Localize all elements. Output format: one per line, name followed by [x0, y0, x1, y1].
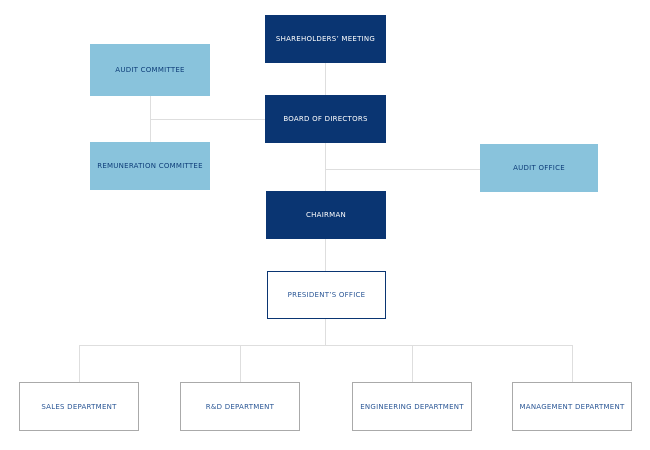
node-label: ENGINEERING DEPARTMENT — [360, 402, 464, 411]
node-label: BOARD OF DIRECTORS — [283, 115, 368, 123]
node-label: AUDIT COMMITTEE — [115, 66, 185, 74]
node-label: REMUNERATION COMMITTEE — [97, 162, 203, 170]
connector-drop-management — [572, 345, 573, 382]
node-rd-department: R&D DEPARTMENT — [180, 382, 300, 431]
connector-board-chairman — [325, 143, 326, 191]
connector-drop-rd — [240, 345, 241, 382]
connector-board-audit-office — [326, 169, 480, 170]
node-shareholders-meeting: SHAREHOLDERS’ MEETING — [265, 15, 386, 63]
connector-drop-sales — [79, 345, 80, 382]
node-presidents-office: PRESIDENT’S OFFICE — [267, 271, 386, 319]
node-audit-committee: AUDIT COMMITTEE — [90, 44, 210, 96]
connector-chairman-president — [325, 239, 326, 271]
connector-departments-bus — [79, 345, 573, 346]
connector-drop-engineering — [412, 345, 413, 382]
node-label: AUDIT OFFICE — [513, 164, 565, 172]
node-label: MANAGEMENT DEPARTMENT — [519, 402, 625, 411]
node-audit-office: AUDIT OFFICE — [480, 144, 598, 192]
node-label: SALES DEPARTMENT — [41, 402, 117, 411]
node-engineering-department: ENGINEERING DEPARTMENT — [352, 382, 472, 431]
node-management-department: MANAGEMENT DEPARTMENT — [512, 382, 632, 431]
node-remuneration-committee: REMUNERATION COMMITTEE — [90, 142, 210, 190]
connector-committees-board — [150, 119, 265, 120]
node-label: PRESIDENT’S OFFICE — [287, 291, 366, 299]
node-board-of-directors: BOARD OF DIRECTORS — [265, 95, 386, 143]
node-chairman: CHAIRMAN — [266, 191, 386, 239]
node-label: CHAIRMAN — [306, 211, 346, 219]
node-sales-department: SALES DEPARTMENT — [19, 382, 139, 431]
connector-shareholders-board — [325, 63, 326, 95]
connector-president-departments — [325, 319, 326, 345]
node-label: R&D DEPARTMENT — [205, 402, 275, 411]
node-label: SHAREHOLDERS’ MEETING — [275, 35, 376, 43]
